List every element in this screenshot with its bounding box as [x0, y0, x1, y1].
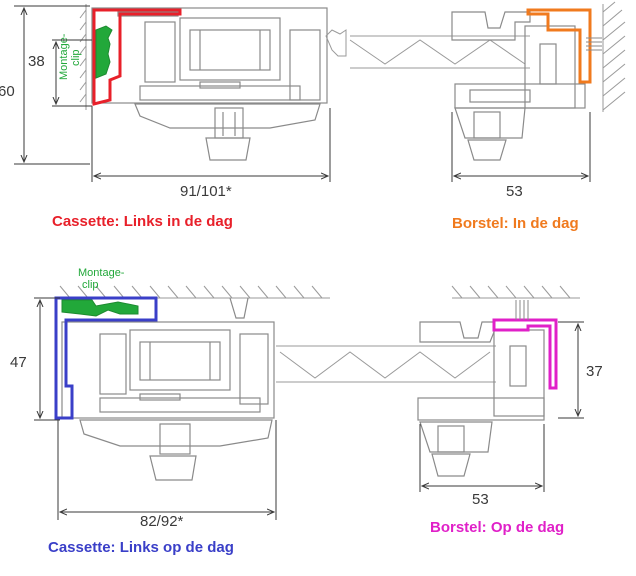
top-clip-label-line1: Montage- [58, 33, 70, 80]
bottom-dim-width-right: 53 [472, 491, 489, 508]
bottom-dim-height-left: 47 [10, 354, 27, 371]
bottom-dimensions [34, 297, 584, 520]
top-caption-left: Cassette: Links in de dag [52, 213, 233, 230]
bottom-caption-right: Borstel: Op de dag [430, 519, 564, 536]
top-right-wall [602, 1, 626, 112]
bottom-right-handle [419, 421, 493, 477]
bottom-montage-clip [61, 299, 139, 317]
bottom-clip-label-line2: clip [82, 279, 99, 291]
bottom-right-frame-profile [417, 321, 545, 421]
top-glazing [325, 29, 530, 69]
bottom-dim-width-left: 82/92* [140, 513, 184, 530]
bottom-left-frame-profile [61, 297, 275, 419]
bottom-right-ceiling [451, 285, 580, 299]
bottom-left-handle [79, 419, 273, 481]
top-dim-width-left: 91/101* [180, 183, 232, 200]
bottom-caption-left: Cassette: Links op de dag [48, 539, 234, 556]
bottom-glazing [276, 345, 496, 383]
top-cassette-outline [92, 8, 182, 106]
top-diagram: Montage- clip 60 38 91/101* 53 Cassette: [0, 1, 626, 232]
top-caption-right: Borstel: In de dag [452, 215, 579, 232]
bottom-clip-label-line1: Montage- [78, 267, 125, 279]
top-dim-height-outer: 60 [0, 83, 15, 100]
top-right-handle [454, 107, 526, 161]
bottom-brush-bristles [515, 300, 529, 320]
top-right-frame-profile [451, 11, 586, 109]
top-left-handle [134, 103, 321, 161]
top-clip-label-line2: clip [70, 49, 82, 66]
top-dim-width-right: 53 [506, 183, 523, 200]
top-left-frame-profile [91, 7, 328, 104]
top-left-wall [79, 4, 87, 110]
top-dim-height-inner: 38 [28, 53, 45, 70]
top-brush-outline [526, 8, 592, 84]
top-montage-clip [95, 25, 113, 79]
top-dimensions [14, 5, 591, 182]
bottom-brush-outline [492, 318, 558, 390]
bottom-diagram: Montage- clip 47 37 82/92* 53 Cassette: [10, 267, 603, 556]
bottom-cassette-outline [54, 296, 158, 420]
bottom-left-ceiling [59, 285, 330, 299]
top-brush-bristles [586, 37, 602, 51]
bottom-dim-height-right: 37 [586, 363, 603, 380]
